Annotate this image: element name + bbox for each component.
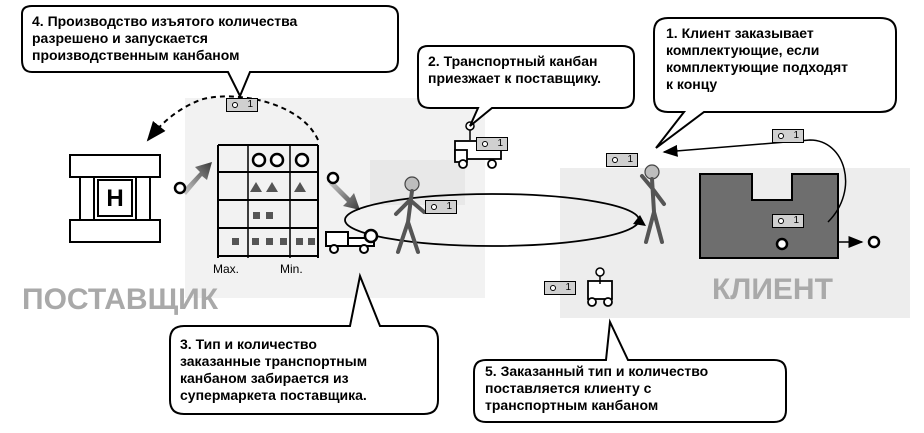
- callout-3-line: 3. Тип и количество: [180, 336, 317, 352]
- kanban-card: 1: [476, 137, 508, 151]
- kanban-card: 1: [606, 153, 638, 167]
- callout-5-line: поставляется клиенту с: [485, 380, 652, 396]
- callout-2-line: приезжает к поставщику.: [428, 70, 602, 86]
- callout-1-line: 1. Клиент заказывает: [666, 25, 814, 41]
- client-factory: [699, 173, 881, 259]
- kanban-card-number: 1: [793, 215, 799, 226]
- callout-3-line: заказанные транспортным: [180, 353, 368, 369]
- kanban-card-number: 1: [446, 201, 452, 212]
- kanban-card-number: 1: [247, 99, 253, 110]
- flow-arrow-to-shelf: [173, 162, 212, 195]
- kanban-card-dot-icon: [778, 133, 784, 139]
- callout-bubbles: [21, 5, 897, 423]
- callout-3-text: 3. Тип и количество заказанные транспорт…: [180, 336, 367, 404]
- kanban-card-dot-icon: [482, 141, 488, 147]
- truck-at-supplier: [325, 228, 379, 254]
- supplier-label: ПОСТАВЩИК: [22, 283, 219, 316]
- callout-1-text: 1. Клиент заказывает комплектующие, если…: [666, 25, 848, 93]
- kanban-card: 1: [544, 281, 576, 295]
- kanban-card: 1: [226, 98, 258, 112]
- kanban-card-number: 1: [565, 282, 571, 293]
- shelf-min-label: Min.: [280, 262, 303, 276]
- callout-3-line: канбаном забирается из: [180, 370, 349, 386]
- order-arrow: [662, 139, 847, 223]
- kanban-card: 1: [772, 129, 804, 143]
- callout-5-line: 5. Заказанный тип и количество: [485, 363, 709, 379]
- kanban-card: 1: [772, 214, 804, 228]
- kanban-card-dot-icon: [612, 157, 618, 163]
- kanban-card-number: 1: [793, 130, 799, 141]
- supermarket-shelf: [217, 144, 319, 258]
- callout-4-line: 4. Производство изъятого количества: [32, 13, 298, 29]
- shelf-max-label: Max.: [213, 262, 240, 276]
- kanban-card-dot-icon: [778, 218, 784, 224]
- truck-delivery: [587, 267, 613, 307]
- kanban-card: 1: [425, 200, 457, 214]
- callout-4-line: разрешено и запускается: [32, 30, 208, 46]
- kanban-card-dot-icon: [232, 102, 238, 108]
- callout-2-text: 2. Транспортный канбан приезжает к поста…: [428, 53, 601, 87]
- person-walking-icon: [394, 176, 426, 254]
- transport-loop: [344, 193, 646, 247]
- factory-h-icon: H: [69, 154, 161, 243]
- callout-2-line: 2. Транспортный канбан: [428, 53, 598, 69]
- callout-4-line: производственным канбаном: [32, 47, 240, 63]
- callout-5-line: транспортным канбаном: [485, 397, 659, 413]
- client-label: КЛИЕНТ: [712, 273, 833, 306]
- kanban-card-number: 1: [627, 154, 633, 165]
- person-client-icon: [640, 164, 666, 244]
- svg-text:H: H: [106, 185, 123, 212]
- kanban-card-number: 1: [497, 138, 503, 149]
- kanban-card-dot-icon: [431, 204, 437, 210]
- callout-1-line: комплектующие, если: [666, 42, 820, 58]
- callout-3-line: супермаркета поставщика.: [180, 387, 367, 403]
- kanban-card-dot-icon: [550, 285, 556, 291]
- callout-1-line: к концу: [666, 76, 718, 92]
- callout-5-text: 5. Заказанный тип и количество поставляе…: [485, 363, 708, 414]
- flow-arrow-from-shelf: [326, 171, 360, 210]
- callout-4-text: 4. Производство изъятого количества разр…: [32, 13, 297, 64]
- callout-1-line: комплектующие подходят: [666, 59, 848, 75]
